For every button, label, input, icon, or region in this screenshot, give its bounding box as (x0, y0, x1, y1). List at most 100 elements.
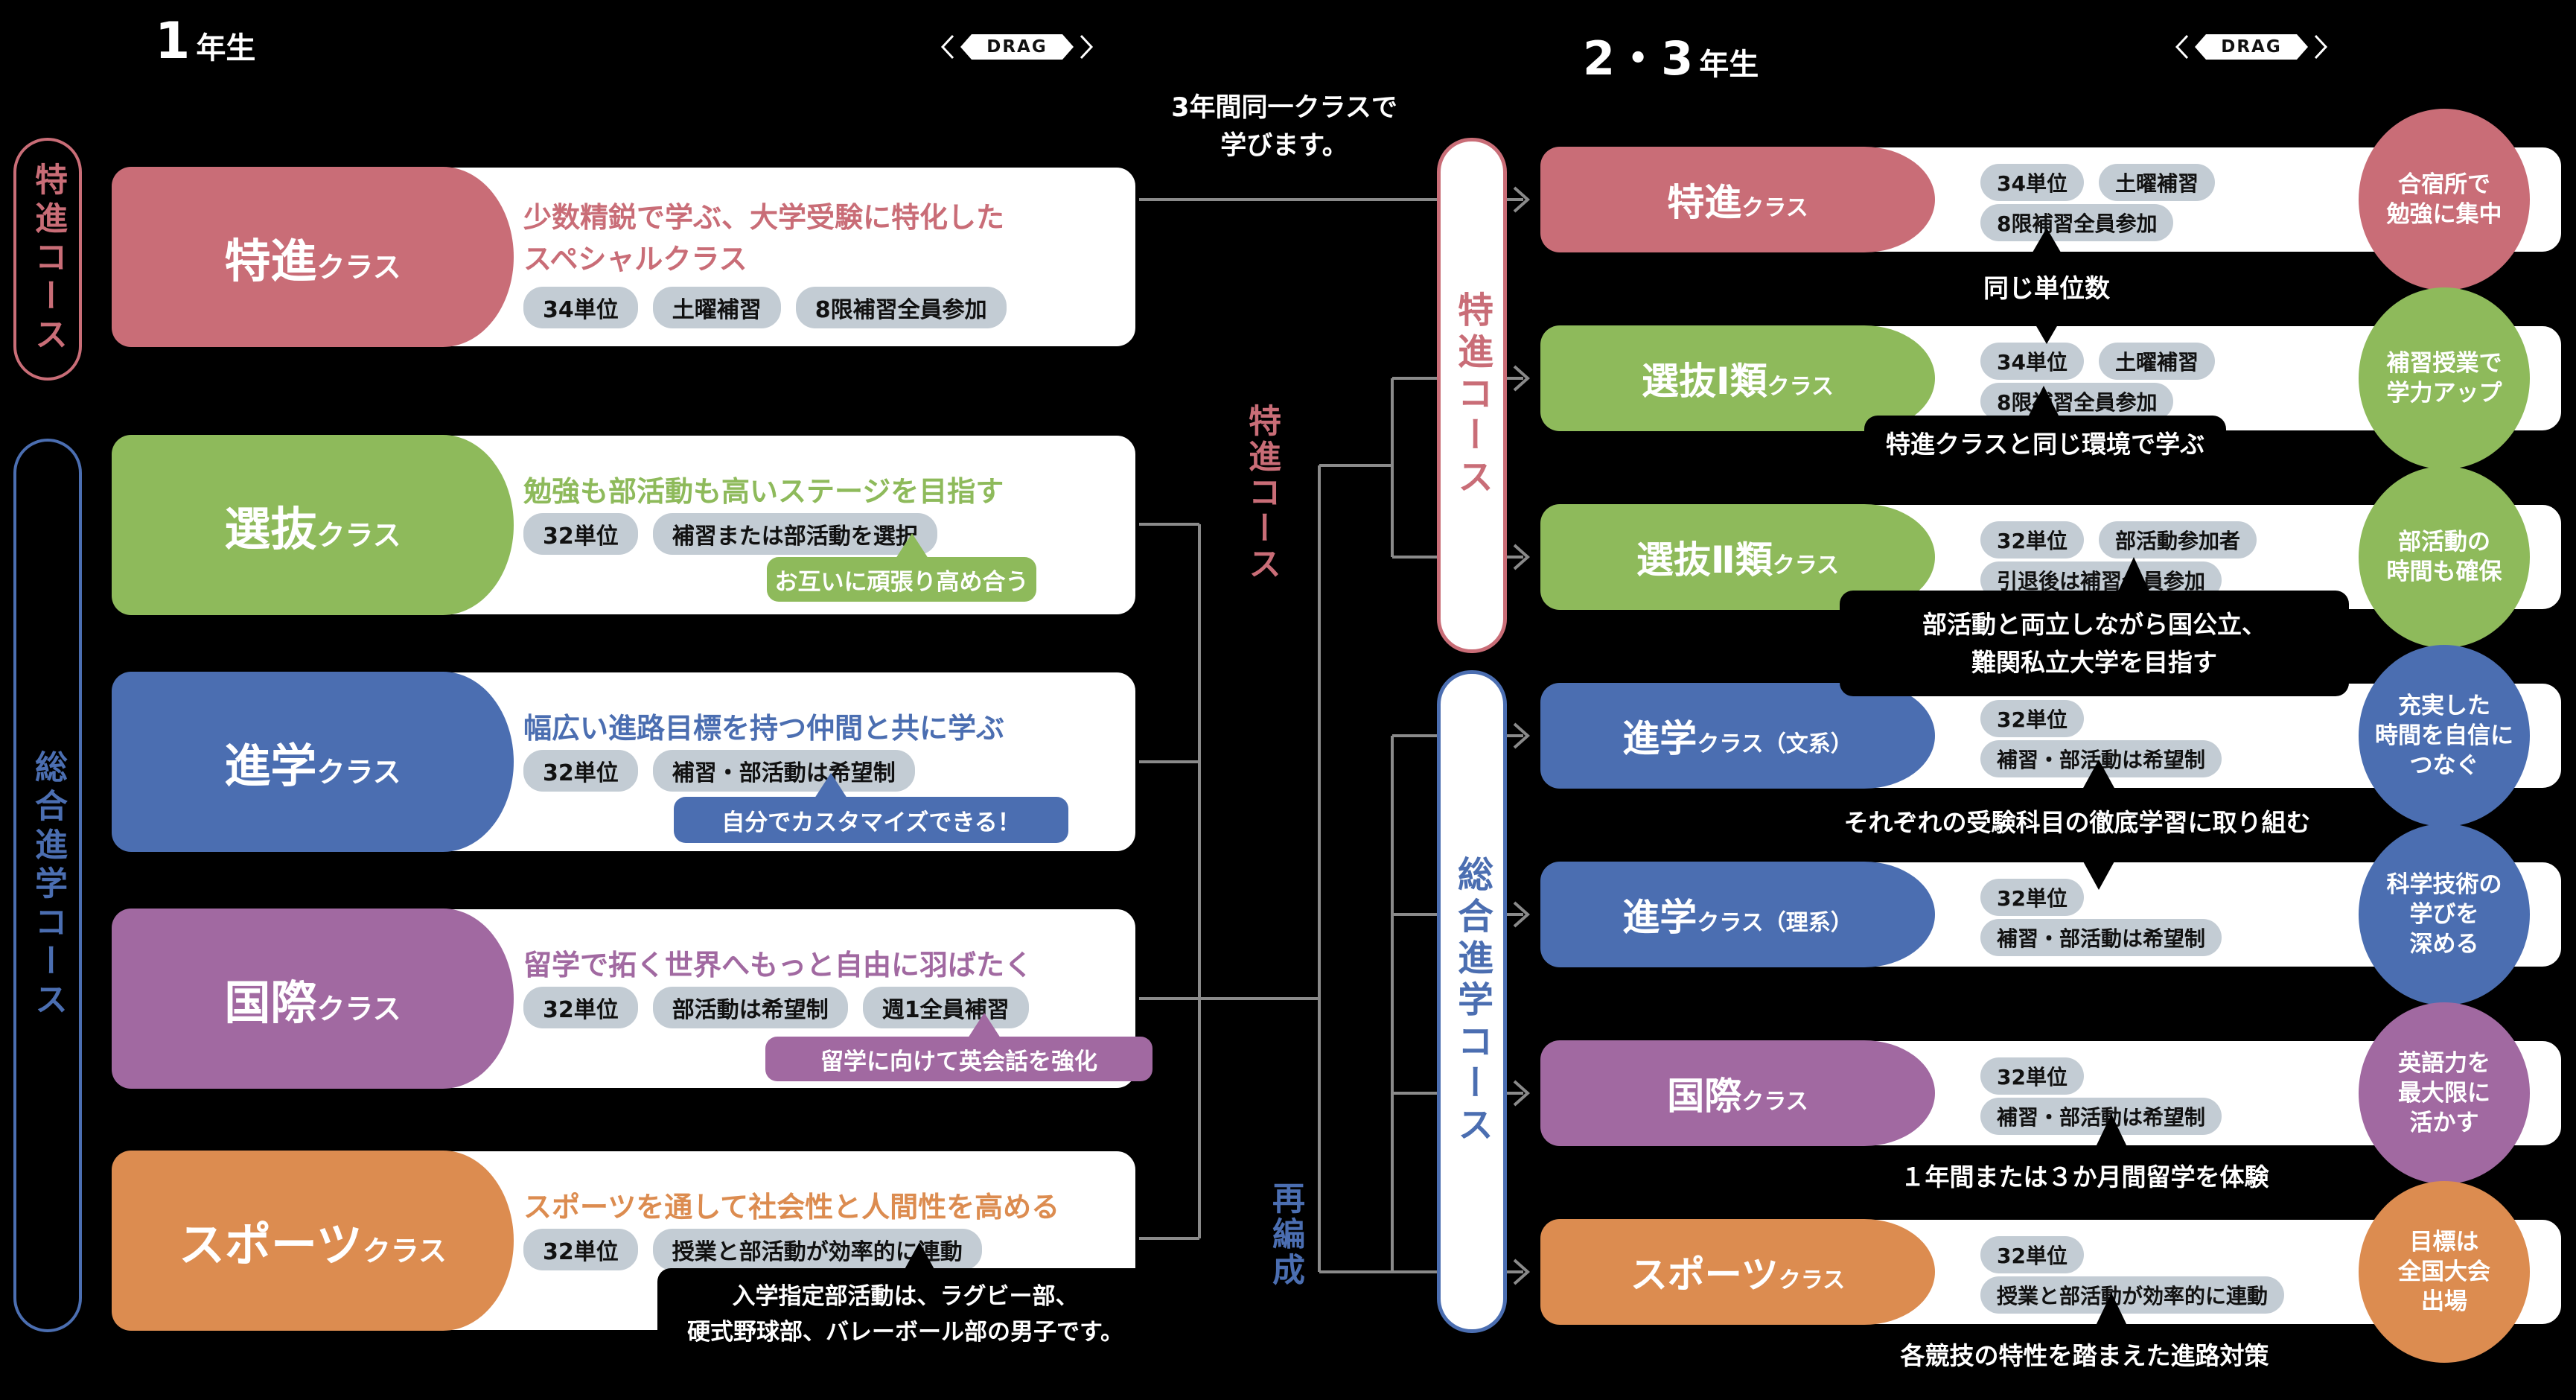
tag-pill: 32単位 (1980, 1236, 2084, 1273)
circle-line3: つなぐ (2409, 752, 2479, 780)
class-name-suffix: クラス (316, 251, 401, 284)
class-name-panel: 国際クラス (1540, 1040, 1935, 1146)
sogo-course-pill: 総合進学コース (1437, 670, 1507, 1333)
class-name-main: 選抜Ⅰ類 (1641, 360, 1767, 403)
right-drag-handle[interactable]: DRAG (2174, 34, 2329, 60)
class-name-main: 国際 (1667, 1075, 1742, 1118)
class-headline-line1: 少数精鋭で学ぶ、大学受験に特化した (523, 201, 1005, 234)
tag-pill: 補習・部活動は希望制 (1980, 919, 2222, 956)
class-name-main: 進学 (1622, 896, 1697, 939)
study-abroad-note: １年間または３か月間留学を体験 (1900, 1162, 2269, 1191)
shingaku-callout-bubble: 自分でカスタマイズできる！ (674, 797, 1068, 843)
class-name-suffix: クラス (316, 993, 401, 1025)
class-name-suffix: クラス（理系） (1697, 910, 1853, 936)
class-headline-line1: 幅広い進路目標を持つ仲間と共に学ぶ (523, 712, 1005, 745)
tag-row: 32単位 補習または部活動を選択 (523, 513, 937, 555)
class-name: 選抜クラス (224, 491, 401, 559)
left-year-number: 1 (155, 12, 191, 71)
tag-row: 32単位 (1980, 700, 2084, 737)
class-name-panel: 進学クラス（文系） (1540, 683, 1935, 789)
circle-line1: 補習授業で (2386, 349, 2502, 377)
sentaku-callout-bubble: お互いに頑張り高め合う (767, 557, 1036, 602)
circle-line1: 英語力を (2398, 1049, 2490, 1077)
tag-pill: 土曜補習 (2098, 164, 2215, 201)
class-name-panel: 国際クラス (112, 909, 514, 1089)
class-name: 進学クラス (224, 728, 401, 795)
class-name: 特進クラス (1667, 173, 1808, 226)
class-name-suffix: クラス (316, 756, 401, 789)
class-name-panel: 特進クラス (1540, 147, 1935, 252)
circle-line3: 活かす (2409, 1110, 2479, 1137)
kokusai-callout-bubble: 留学に向けて英会話を強化 (765, 1037, 1152, 1081)
class-name: 国際クラス (1667, 1066, 1808, 1120)
class-headline-line2: スペシャルクラス (523, 243, 747, 276)
tag-pill: 32単位 (523, 750, 638, 792)
class-name-suffix: クラス (1741, 195, 1808, 221)
tag-pill: 授業と部活動が効率的に連動 (1980, 1276, 2285, 1314)
tag-pill: 32単位 (1980, 700, 2084, 737)
tag-pill: 8限補習全員参加 (795, 287, 1007, 328)
note-pointer-icon (903, 1242, 936, 1272)
class-detail-panel: 幅広い進路目標を持つ仲間と共に学ぶ 32単位 補習・部活動は希望制 (523, 672, 1123, 851)
left-year-suffix: 年生 (196, 31, 256, 66)
note-pointer-icon (2030, 316, 2063, 344)
tokushin-course-pill: 特進コース (1437, 138, 1507, 653)
circle-line2: 勉強に集中 (2386, 201, 2502, 228)
note-pointer-icon (2095, 1114, 2128, 1148)
three-year-same-class-note: 3年間同一クラスで 学びます。 (1150, 89, 1418, 165)
class-name-main: 進学 (224, 739, 317, 793)
bubble-pointer-icon (968, 1013, 1001, 1038)
class-name: 選抜Ⅰ類クラス (1642, 351, 1834, 405)
right-year-suffix: 年生 (1699, 48, 1759, 82)
class-name-panel: 進学クラス (112, 672, 514, 852)
class-name: スポーツクラス (1630, 1245, 1845, 1299)
note-line1: 入学指定部活動は、ラグビー部、 (732, 1282, 1079, 1310)
circle-line2: 全国大会 (2398, 1258, 2490, 1285)
class-name-panel: スポーツクラス (1540, 1219, 1935, 1325)
tag-pill: 部活動は希望制 (652, 987, 848, 1028)
class-name-suffix: クラス (1772, 553, 1840, 579)
note-line2: 難関私立大学を目指す (1971, 648, 2217, 677)
tag-pill: 32単位 (1980, 879, 2084, 916)
drag-left-chevron-icon (940, 34, 954, 60)
tag-pill: 32単位 (523, 1229, 638, 1270)
class-name-main: スポーツ (178, 1218, 363, 1272)
class-detail-panel: 少数精鋭で学ぶ、大学受験に特化した スペシャルクラス 34単位 土曜補習 8限補… (523, 168, 1123, 346)
drag-left-chevron-icon (2175, 34, 2189, 60)
note-pointer-icon (2117, 557, 2150, 593)
class-headline-line1: 留学で拓く世界へもっと自由に羽ばたく (523, 949, 1033, 981)
left-class-box-shingaku: 進学クラス 幅広い進路目標を持つ仲間と共に学ぶ 32単位 補習・部活動は希望制 (109, 669, 1139, 855)
tag-row: 34単位 土曜補習 8限補習全員参加 (523, 287, 1007, 328)
note-pointer-icon (2030, 228, 2063, 256)
class-name-suffix: クラス (362, 1235, 447, 1267)
right-year-number: 2・3 (1583, 31, 1694, 86)
tag-pill: 32単位 (523, 513, 638, 555)
class-name-suffix: クラス (1767, 374, 1834, 400)
class-name-suffix: クラス (316, 519, 401, 552)
circle-line1: 目標は (2409, 1228, 2479, 1256)
drag-label: DRAG (960, 34, 1074, 60)
circle-line2: 時間も確保 (2386, 559, 2502, 585)
tag-row: 32単位 (1980, 1236, 2084, 1273)
class-detail-panel: 留学で拓く世界へもっと自由に羽ばたく 32単位 部活動は希望制 週1全員補習 (523, 909, 1123, 1088)
note-pointer-icon (2082, 860, 2115, 890)
circle-line2: 最大限に (2398, 1079, 2490, 1107)
tag-row: 32単位 補習・部活動は希望制 (523, 750, 915, 792)
tag-row: 授業と部活動が効率的に連動 (1980, 1276, 2285, 1314)
drag-right-chevron-icon (2314, 34, 2328, 60)
class-name-main: 特進 (1667, 181, 1742, 224)
club-and-university-note: 部活動と両立しながら国公立、 難関私立大学を目指す (1840, 591, 2349, 696)
circle-line1: 科学技術の (2386, 871, 2502, 898)
sidebar-label-sogo-course: 総合進学コース (13, 439, 82, 1332)
sidebar-label-tokushin-course: 特進コース (13, 138, 82, 381)
note-pointer-icon (2082, 760, 2115, 789)
class-name: スポーツクラス (179, 1207, 447, 1274)
note-line2: 学びます。 (1220, 130, 1348, 161)
tag-pill: 32単位 (1980, 521, 2084, 559)
left-drag-handle[interactable]: DRAG (940, 34, 1094, 60)
tag-pill: 34単位 (523, 287, 638, 328)
class-name-suffix: クラス (1741, 1089, 1808, 1115)
sports-career-note: 各競技の特性を踏まえた進路対策 (1900, 1341, 2269, 1370)
class-name-panel: 特進クラス (112, 167, 514, 347)
